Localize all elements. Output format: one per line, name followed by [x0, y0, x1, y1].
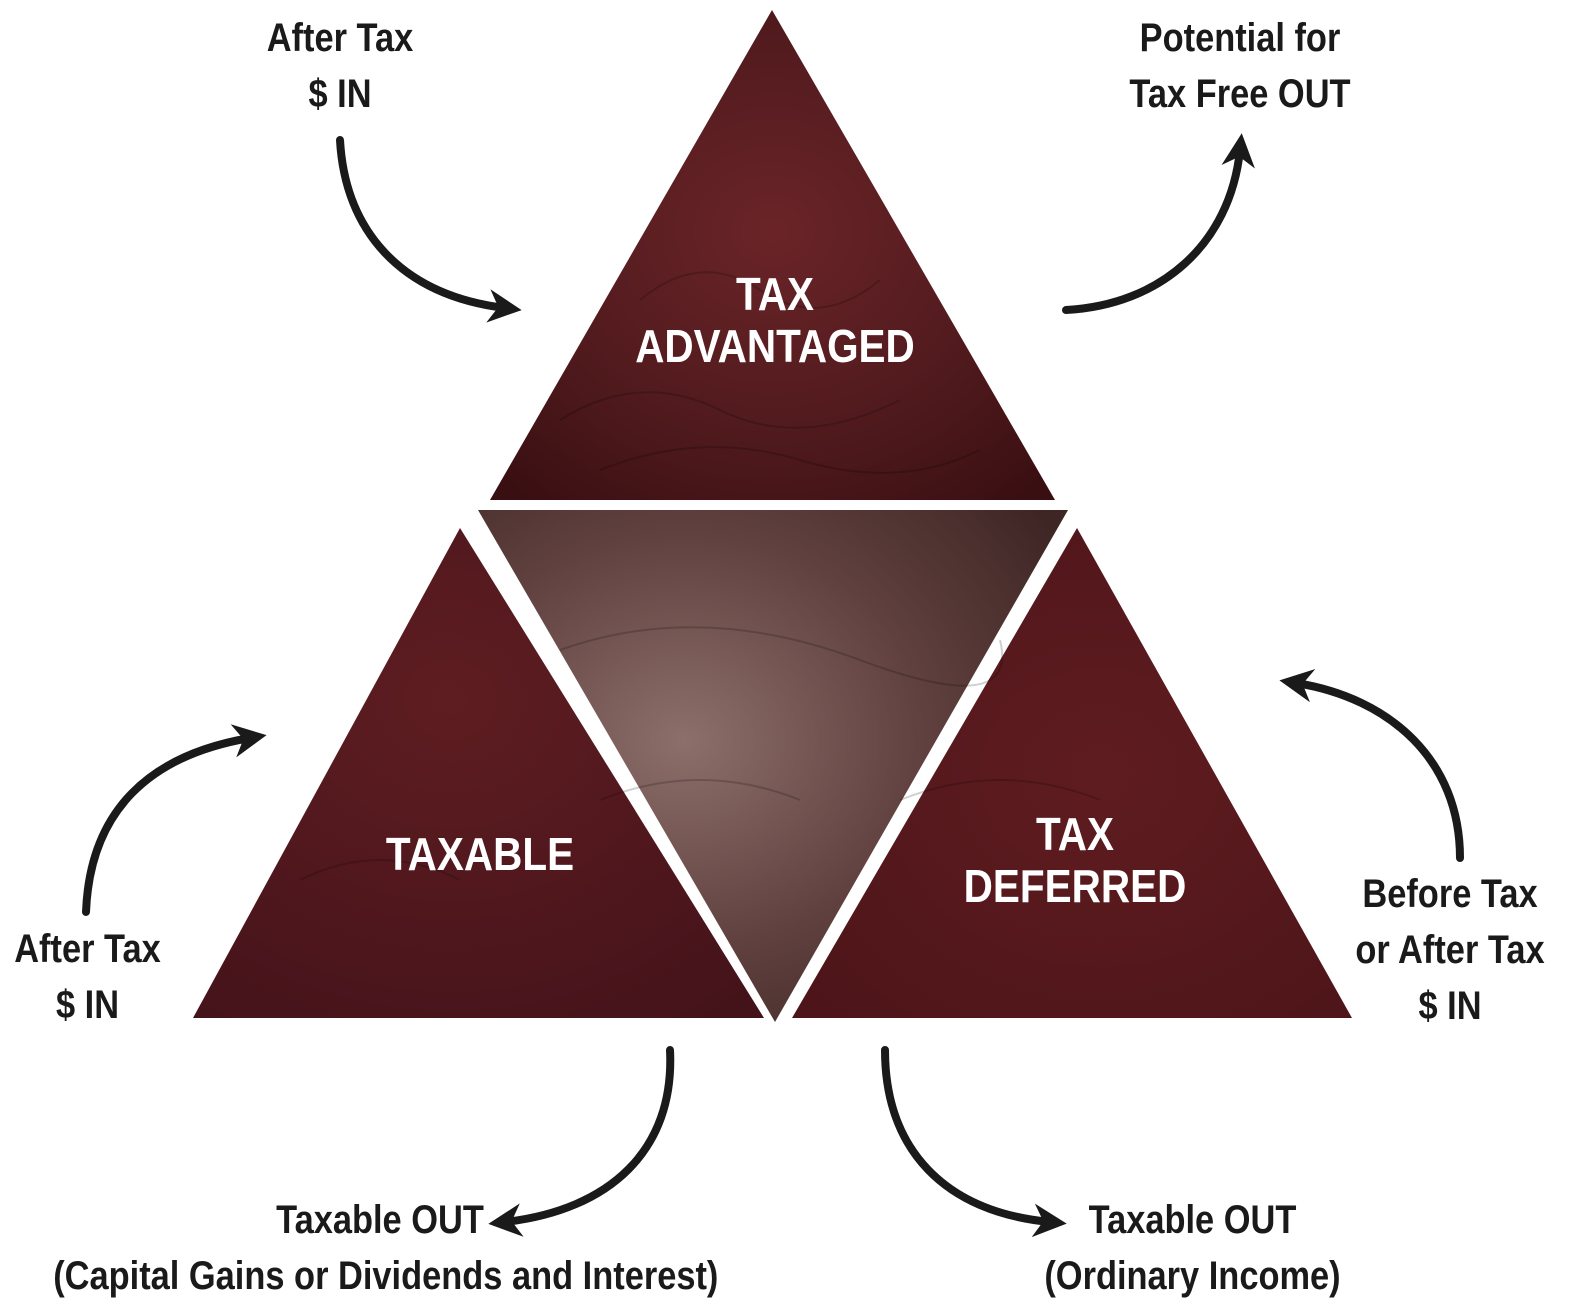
- after-tax-in-left-label: After Tax $ IN: [14, 927, 161, 1027]
- taxable-label: TAXABLE: [385, 828, 575, 880]
- tax-deferred-triangle: [792, 528, 1352, 1018]
- taxable-triangle: [193, 528, 764, 1018]
- arrow-after-tax-in-top: [336, 136, 522, 323]
- tax-advantaged-triangle: [490, 10, 1055, 500]
- arrow-tax-free-out: [1062, 133, 1255, 314]
- rock-texture: [299, 271, 1101, 881]
- taxable-out-capital-gains-label: Taxable OUT (Capital Gains or Dividends …: [53, 1198, 719, 1298]
- tax-deferred-label: TAX DEFERRED: [963, 808, 1187, 912]
- taxable-out-ordinary-income-label: Taxable OUT (Ordinary Income): [1044, 1198, 1341, 1298]
- tax-advantaged-label: TAX ADVANTAGED: [635, 268, 915, 372]
- before-or-after-tax-in-label: Before Tax or After Tax $ IN: [1355, 872, 1545, 1028]
- center-triangle: [478, 510, 1068, 1022]
- arrow-before-after-tax-in-right: [1279, 669, 1464, 862]
- tax-free-out-label: Potential for Tax Free OUT: [1129, 16, 1351, 116]
- arrow-taxable-out-ordinary-income: [881, 1046, 1067, 1238]
- arrow-taxable-out-capital-gains: [488, 1046, 675, 1237]
- arrow-after-tax-in-left: [82, 724, 267, 916]
- after-tax-in-top-label: After Tax $ IN: [266, 16, 414, 116]
